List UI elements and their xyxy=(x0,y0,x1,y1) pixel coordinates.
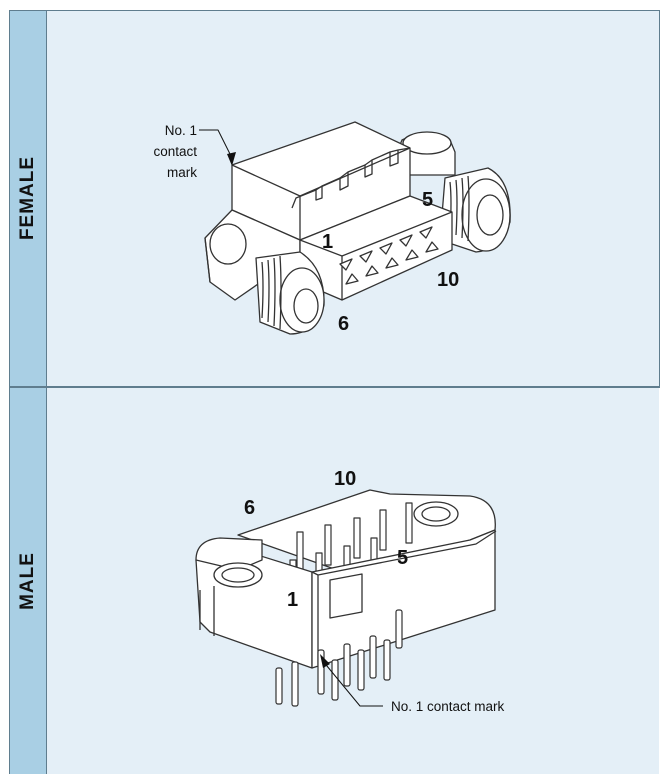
male-connector-drawing xyxy=(195,489,497,707)
female-pin-label-10: 10 xyxy=(437,269,459,291)
male-pin-label-6: 6 xyxy=(244,497,255,519)
female-callout-line-2: contact xyxy=(153,144,197,159)
female-pin-label-1: 1 xyxy=(322,231,333,253)
female-pin-label-6: 6 xyxy=(338,313,349,335)
row-divider xyxy=(9,386,660,388)
top-rule xyxy=(9,10,660,11)
female-pin-label-5: 5 xyxy=(422,189,433,211)
male-pin-label-10: 10 xyxy=(334,468,356,490)
female-side-band: FEMALE xyxy=(9,10,47,386)
male-callout-text: No. 1 contact mark xyxy=(391,699,505,714)
left-rule xyxy=(9,10,10,774)
female-callout-line-3: mark xyxy=(167,165,197,180)
male-pin-label-1: 1 xyxy=(287,589,298,611)
male-pin-label-5: 5 xyxy=(397,547,408,569)
female-connector-drawing xyxy=(204,121,511,335)
female-callout-line-1: No. 1 xyxy=(165,123,197,138)
male-side-band: MALE xyxy=(9,388,47,774)
female-callout-text: No. 1 contact mark xyxy=(153,123,197,180)
